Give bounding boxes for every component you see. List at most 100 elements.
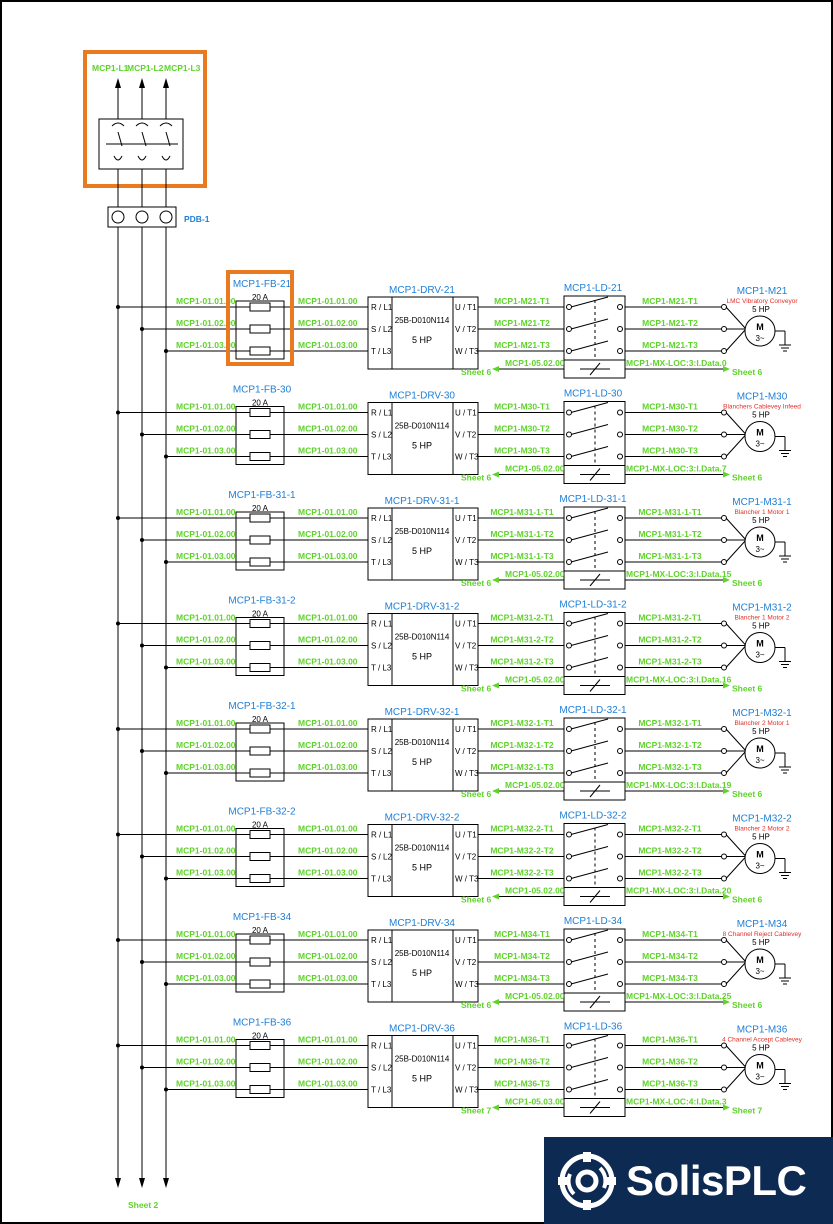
breaker-pole-icon (135, 122, 149, 161)
sheet-ref-left: Sheet 6 (461, 1000, 492, 1010)
fuse-icon (249, 935, 271, 945)
motor-wire-label: MCP1-M32-1-T2 (638, 740, 702, 750)
circuit-5: MCP1-01.01.00MCP1-01.02.00MCP1-01.03.00M… (116, 701, 792, 801)
drive-input-terminal: S / L2 (371, 431, 392, 440)
arrow-left-icon (492, 788, 499, 794)
motor-terminal (721, 559, 727, 565)
local-disconnect-label: MCP1-LD-31-2 (559, 600, 627, 611)
motor-terminal (721, 770, 727, 776)
motor-wire-label: MCP1-M31-2-T2 (638, 635, 702, 645)
fuse-icon (249, 557, 271, 567)
motor-terminal (721, 1042, 727, 1049)
fuse-icon (249, 513, 271, 523)
aux-input-label: MCP1-05.02.00 (505, 886, 565, 896)
breaker-pole-icon (159, 122, 173, 161)
sheet-ref-left: Sheet 6 (461, 473, 492, 483)
contact-terminal (617, 453, 623, 460)
fuse-rating: 20 A (252, 504, 269, 513)
fuse-icon (249, 663, 271, 672)
aux-output-label: MCP1-MX-LOC:3:I.Data.15 (626, 569, 732, 579)
contact-terminal (566, 1042, 572, 1049)
motor-description: Blancher 1 Motor 1 (735, 509, 790, 516)
feeder-label: MCP1-01.03.00 (176, 973, 236, 983)
local-disconnect-label: MCP1-LD-31-1 (559, 494, 627, 505)
motor-phase: 3~ (755, 440, 764, 449)
drive-input-terminal: R / L1 (371, 620, 393, 629)
drive-label: MCP1-DRV-31-1 (385, 496, 460, 507)
motor-terminal (721, 642, 727, 649)
drive-output-terminal: U / T1 (455, 1042, 477, 1051)
motor-wire-label: MCP1-M34-T3 (642, 973, 698, 983)
drive-model: 25B-D010N114 (395, 844, 450, 853)
output-wire-label: MCP1-M34-T1 (494, 929, 550, 939)
aux-contact (589, 468, 601, 481)
aux-input-label: MCP1-05.02.00 (505, 675, 565, 685)
drive-output-terminal: W / T3 (455, 769, 479, 778)
feeder-label: MCP1-01.02.00 (298, 424, 358, 434)
fuse-icon (249, 1063, 271, 1072)
feeder-label: MCP1-01.03.00 (176, 762, 236, 772)
output-wire-label: MCP1-M31-2-T2 (490, 635, 554, 645)
arrow-left-icon (492, 471, 499, 478)
motor-terminal (721, 326, 727, 332)
motor-wire-label: MCP1-M31-1-T1 (638, 507, 702, 517)
local-disconnect-label: MCP1-LD-30 (564, 389, 623, 400)
fuse-icon (249, 346, 271, 356)
feeder-label: MCP1-01.03.00 (298, 1079, 358, 1089)
feeder-label: MCP1-01.02.00 (298, 635, 358, 645)
arrow-right-icon (723, 366, 730, 372)
motor-wire-label: MCP1-M31-2-T1 (638, 613, 702, 623)
motor-phase: 3~ (755, 651, 764, 660)
circuit-1: MCP1-01.01.00MCP1-01.02.00MCP1-01.03.00M… (116, 270, 798, 379)
phase-label-l2: MCP1-L2 (127, 63, 164, 73)
drive-output-terminal: V / T2 (455, 1064, 477, 1073)
motor-hp: 5 HP (752, 305, 770, 314)
sheet-ref-right: Sheet 6 (732, 367, 763, 377)
sheet-ref-right: Sheet 6 (732, 789, 763, 799)
fuse-icon (249, 302, 271, 312)
feeder-label: MCP1-01.01.00 (176, 507, 236, 517)
output-wire-label: MCP1-M30-T2 (494, 424, 550, 434)
drive-output-terminal: W / T3 (455, 980, 479, 989)
motor-lead (725, 623, 747, 646)
fuse-block-label: MCP1-FB-31-2 (228, 596, 296, 607)
arrow-right-icon (723, 893, 730, 900)
motor-description: LMC Vibratory Conveyor (726, 298, 798, 305)
switch-contact (570, 424, 609, 435)
switch-contact (570, 446, 609, 457)
drive-model: 25B-D010N114 (395, 633, 450, 642)
contact-terminal (566, 1086, 572, 1093)
output-wire-label: MCP1-M32-2-T2 (490, 846, 554, 856)
output-wire-label: MCP1-M34-T3 (494, 973, 550, 983)
drive-label: MCP1-DRV-36 (389, 1024, 455, 1035)
drive-input-terminal: S / L2 (371, 853, 392, 862)
contact-terminal (566, 831, 572, 838)
output-wire-label: MCP1-M21-T3 (494, 340, 550, 350)
arrow-left-icon (492, 1104, 499, 1111)
contact-terminal (566, 937, 572, 943)
output-wire-label: MCP1-M32-1-T2 (490, 740, 554, 750)
motor-terminal (721, 304, 727, 310)
arrow-left-icon (492, 999, 499, 1005)
aux-input-label: MCP1-05.02.00 (505, 569, 565, 579)
drive-input-terminal: T / L3 (371, 875, 392, 884)
motor-wire-label: MCP1-M36-T2 (642, 1057, 698, 1067)
drive-input-terminal: S / L2 (371, 958, 392, 967)
motor-phase: 3~ (755, 862, 764, 871)
motor-label: MCP1-M21 (737, 286, 788, 297)
highlight-box-main-breaker (83, 50, 207, 188)
motor-terminal (721, 431, 727, 438)
local-disconnect-label: MCP1-LD-21 (564, 283, 623, 294)
arrow-right-icon (723, 788, 730, 794)
motor-label: MCP1-M32-1 (732, 708, 792, 719)
output-wire-label: MCP1-M36-T1 (494, 1035, 550, 1045)
arrow-left-icon (492, 366, 499, 372)
fuse-icon (249, 874, 271, 883)
feeder-label: MCP1-01.02.00 (298, 846, 358, 856)
aux-output-label: MCP1-MX-LOC:3:I.Data.20 (626, 886, 732, 896)
drive-block (367, 1035, 479, 1108)
feeder-label: MCP1-01.03.00 (176, 657, 236, 667)
sheet-ref-right: Sheet 7 (732, 1106, 763, 1116)
feeder-label: MCP1-01.02.00 (176, 635, 236, 645)
drive-output-terminal: V / T2 (455, 536, 477, 545)
